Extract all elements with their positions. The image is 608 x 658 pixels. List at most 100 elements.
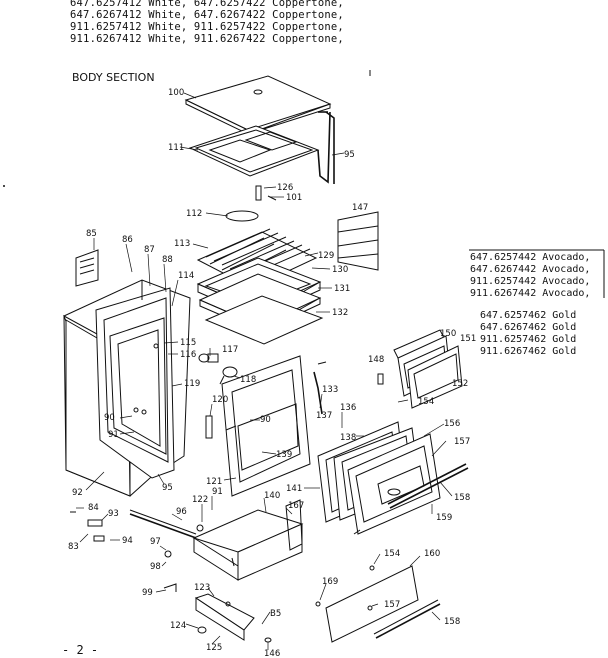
burner-controls xyxy=(198,353,238,385)
avocado-model-line: 647.6257442 Avocado, xyxy=(470,252,591,263)
part-label: 152 xyxy=(452,379,468,389)
header-line: 647.6257412 White, 647.6257422 Copperton… xyxy=(70,0,344,9)
nameplate xyxy=(75,249,99,287)
part-label: 90 xyxy=(104,413,115,423)
part-label: 160 xyxy=(424,549,440,559)
part-label: 115 xyxy=(180,338,196,348)
part-label: 131 xyxy=(334,284,350,294)
part-label: 157 xyxy=(454,437,470,447)
part-label: 140 xyxy=(264,491,280,501)
avocado-model-line: 911.6257442 Avocado, xyxy=(470,276,591,287)
part-label: 100 xyxy=(168,88,184,98)
part-label: 88 xyxy=(162,255,173,265)
part-label: 158 xyxy=(444,617,460,627)
gold-model-line: 647.6267462 Gold xyxy=(480,322,577,333)
range-body xyxy=(63,279,191,497)
scan-marks xyxy=(3,70,371,187)
small-hardware xyxy=(255,185,277,201)
part-label: 169 xyxy=(322,577,338,587)
part-number-labels: 100 111 95 126 101 147 112 85 86 87 88 1… xyxy=(68,88,476,658)
part-label: 95 xyxy=(162,483,173,493)
part-label: 118 xyxy=(240,375,256,385)
part-label: 136 xyxy=(340,403,356,413)
part-label: 159 xyxy=(436,513,452,523)
part-label: 93 xyxy=(108,509,119,519)
part-label: 84 xyxy=(88,503,99,513)
part-label: 119 xyxy=(184,379,200,389)
part-label: 85 xyxy=(86,229,97,239)
part-label: 126 xyxy=(277,183,293,193)
page-number: - 2 - xyxy=(62,643,99,657)
gold-model-line: 647.6257462 Gold xyxy=(480,310,577,321)
header-line: 647.6267412 White, 647.6267422 Copperton… xyxy=(70,9,344,21)
part-label: 117 xyxy=(222,345,238,355)
part-label: 129 xyxy=(318,251,334,261)
part-label: 130 xyxy=(332,265,348,275)
vent-trim xyxy=(337,211,379,271)
kick-panel xyxy=(315,565,441,643)
part-label: 147 xyxy=(352,203,368,213)
trim-clip xyxy=(377,373,384,385)
part-label: 141 xyxy=(286,484,302,494)
part-label: B5 xyxy=(270,609,281,619)
part-label: 154 xyxy=(384,549,400,559)
storage-drawer xyxy=(192,499,304,581)
part-label: 120 xyxy=(212,395,228,405)
part-label: 101 xyxy=(286,193,302,203)
header-line: 911.6267412 White, 911.6267422 Copperton… xyxy=(70,33,344,45)
top-frame xyxy=(188,111,335,184)
part-label: 95 xyxy=(344,150,355,160)
leveling-hardware xyxy=(70,511,204,558)
part-label: 125 xyxy=(206,643,222,653)
part-label: 151 xyxy=(460,334,476,344)
part-label: 113 xyxy=(174,239,190,249)
part-label: 99 xyxy=(142,588,153,598)
part-label: 156 xyxy=(444,419,460,429)
cooktop-panel xyxy=(184,75,332,135)
door-inner-frame xyxy=(205,355,311,497)
part-label: 114 xyxy=(178,271,194,281)
part-label: 167 xyxy=(288,501,304,511)
model-bracket xyxy=(469,249,605,298)
part-label: 150 xyxy=(440,329,456,339)
base-bracket xyxy=(163,583,272,643)
part-label: 112 xyxy=(186,209,202,219)
gold-model-line: 911.6267462 Gold xyxy=(480,346,577,357)
part-label: 90 xyxy=(260,415,271,425)
accent-panels xyxy=(393,329,463,409)
part-label: 137 xyxy=(316,411,332,421)
part-label: 116 xyxy=(180,350,196,360)
part-label: 139 xyxy=(276,450,292,460)
part-label: 138 xyxy=(340,433,356,443)
part-label: 91 xyxy=(108,430,119,440)
part-label: 146 xyxy=(264,649,280,658)
part-label: 92 xyxy=(72,488,83,498)
part-label: 132 xyxy=(332,308,348,318)
part-label: 83 xyxy=(68,542,79,552)
part-label: 148 xyxy=(368,355,384,365)
callout-leaders xyxy=(76,92,453,650)
avocado-model-line: 647.6267442 Avocado, xyxy=(470,264,591,275)
section-title: BODY SECTION xyxy=(72,71,155,84)
drawer-rail xyxy=(129,509,197,539)
part-label: 133 xyxy=(322,385,338,395)
part-label: 121 xyxy=(206,477,222,487)
part-label: 111 xyxy=(168,143,184,153)
part-label: 97 xyxy=(150,537,161,547)
part-label: 123 xyxy=(194,583,210,593)
part-label: 86 xyxy=(122,235,133,245)
part-label: 158 xyxy=(454,493,470,503)
header-line: 911.6257412 White, 911.6257422 Copperton… xyxy=(70,21,344,33)
part-label: 122 xyxy=(192,495,208,505)
part-label: 154 xyxy=(418,397,434,407)
part-label: 87 xyxy=(144,245,155,255)
part-label: 98 xyxy=(150,562,161,572)
gold-model-line: 911.6257462 Gold xyxy=(480,334,577,345)
avocado-model-line: 911.6267442 Avocado, xyxy=(470,288,591,299)
oven-door-assembly xyxy=(317,421,469,535)
part-label: 157 xyxy=(384,600,400,610)
part-label: 91 xyxy=(212,487,223,497)
oven-bottom-plate xyxy=(204,295,324,345)
part-label: 94 xyxy=(122,536,133,546)
